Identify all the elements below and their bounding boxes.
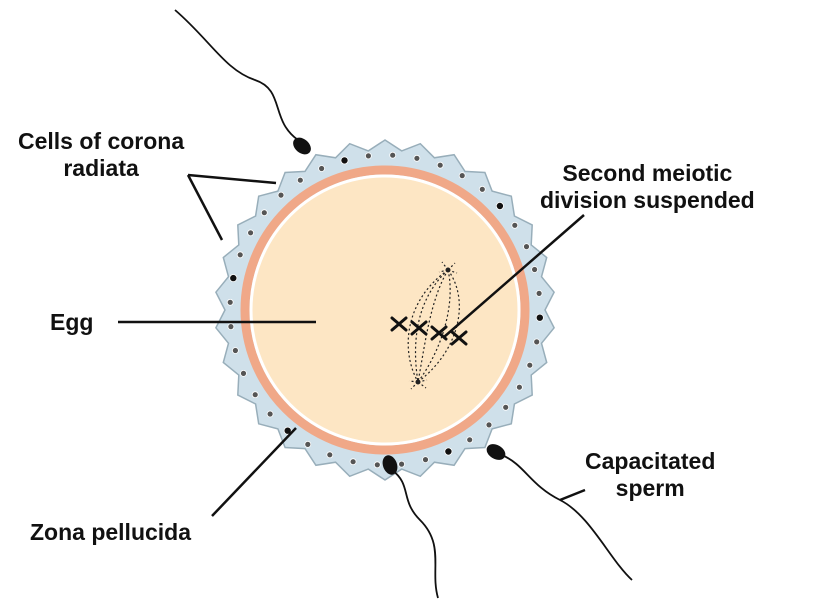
corona-cell	[297, 177, 303, 183]
corona-cell	[278, 192, 284, 198]
label-egg: Egg	[50, 309, 93, 336]
corona-cell	[437, 162, 443, 168]
corona-cell	[232, 348, 238, 354]
spindle-pole	[416, 380, 421, 385]
corona-cell	[536, 314, 543, 321]
corona-cell	[532, 267, 538, 273]
corona-cell	[524, 244, 530, 250]
corona-cell	[423, 457, 429, 463]
sperm-leader-line	[560, 490, 585, 500]
label-zona-pellucida: Zona pellucida	[30, 519, 191, 546]
label-corona-line2: radiata	[18, 155, 184, 182]
sperm-head-icon	[290, 134, 314, 158]
egg-cytoplasm	[251, 176, 519, 444]
corona-cell	[445, 448, 452, 455]
corona-cell	[534, 339, 540, 345]
sperm-head-icon	[484, 441, 508, 463]
label-corona-radiata: Cells of corona radiata	[18, 128, 184, 182]
corona-cell	[516, 384, 522, 390]
corona-cell	[237, 252, 243, 258]
corona-cell	[350, 459, 356, 465]
corona-cell	[512, 222, 518, 228]
label-sperm-line2: sperm	[585, 475, 715, 502]
corona-cell	[267, 411, 273, 417]
corona-cell	[479, 186, 485, 192]
corona-cell	[261, 210, 267, 216]
corona-cell	[365, 153, 371, 159]
corona-cell	[467, 437, 473, 443]
sperm-icon	[392, 470, 438, 598]
corona-cell	[341, 157, 348, 164]
corona-cell	[327, 452, 333, 458]
label-capacitated-sperm: Capacitated sperm	[585, 448, 715, 502]
corona-leader-line-a	[188, 175, 276, 183]
label-corona-line1: Cells of corona	[18, 128, 184, 155]
zona-leader-line	[212, 428, 296, 516]
corona-cell	[459, 173, 465, 179]
label-egg-text: Egg	[50, 309, 93, 336]
corona-cell	[399, 461, 405, 467]
corona-cell	[414, 155, 420, 161]
label-zona-text: Zona pellucida	[30, 519, 191, 546]
corona-cell	[486, 422, 492, 428]
corona-cell	[536, 290, 542, 296]
sperm-icon	[175, 10, 298, 140]
spindle-pole	[446, 268, 451, 273]
corona-cell	[319, 166, 325, 172]
label-sperm-line1: Capacitated	[585, 448, 715, 475]
corona-cell	[503, 404, 509, 410]
label-second-meiotic-division: Second meiotic division suspended	[540, 160, 755, 214]
corona-cell	[252, 392, 258, 398]
corona-cell	[227, 299, 233, 305]
label-meiotic-line2: division suspended	[540, 187, 755, 214]
corona-cell	[228, 324, 234, 330]
corona-cell	[241, 370, 247, 376]
corona-cell	[496, 202, 503, 209]
corona-cell	[248, 230, 254, 236]
corona-cell	[527, 362, 533, 368]
corona-cell	[230, 275, 237, 282]
corona-cell	[305, 441, 311, 447]
corona-cell	[390, 152, 396, 158]
corona-leader-line-b	[188, 175, 222, 240]
label-meiotic-line1: Second meiotic	[540, 160, 755, 187]
corona-cell	[374, 462, 380, 468]
